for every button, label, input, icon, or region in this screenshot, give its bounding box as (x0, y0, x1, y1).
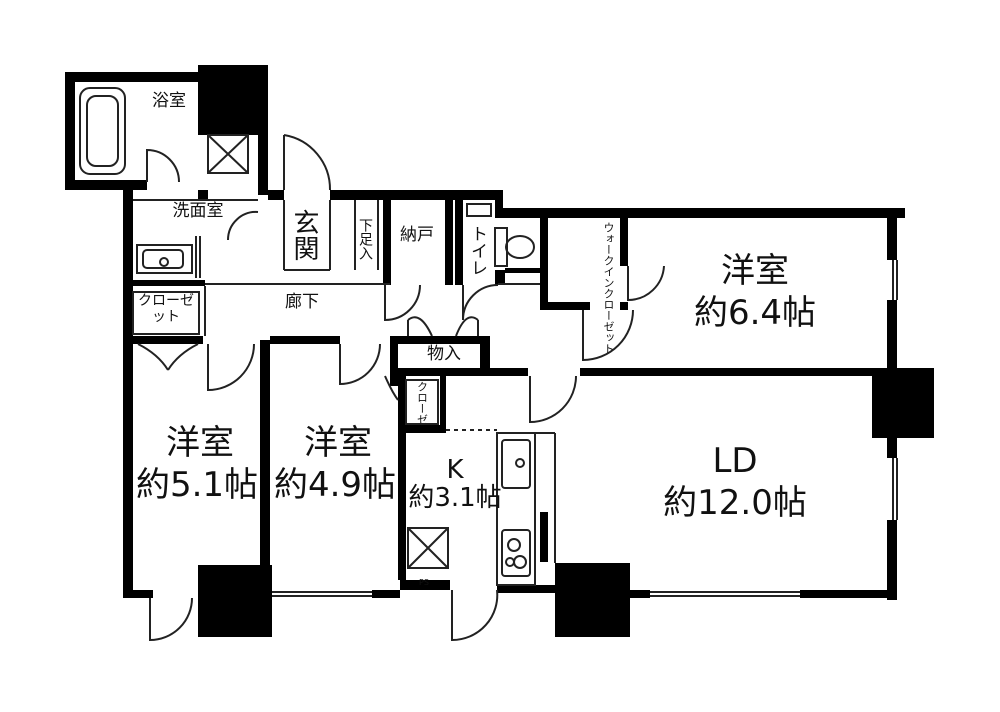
living-size: 約12.0帖 (663, 483, 807, 523)
kitchen-size: 約3.1帖 (408, 483, 502, 513)
closet-left-label: クローゼット (138, 293, 194, 326)
bedroom-c-name: 洋室 (304, 423, 372, 463)
thin-lines (79, 87, 898, 642)
kitchen-name: K (446, 455, 464, 485)
washroom-label: 洗面室 (172, 201, 224, 221)
walkin-closet-text: ウォークインクローゼット (602, 222, 615, 354)
closet-mid-text: クローゼット (415, 381, 429, 423)
closet-mid-label: クローゼット (407, 381, 437, 423)
bedroom-a-size: 約6.4帖 (693, 293, 817, 333)
bedroom-b-name: 洋室 (166, 423, 234, 463)
entrance-label: 玄関 (289, 209, 319, 261)
toilet-label: トイレ (467, 224, 487, 276)
bath-label: 浴室 (152, 91, 186, 111)
ps-label: PS (419, 578, 429, 587)
hallway-label: 廊下 (285, 292, 319, 312)
bedroom-a-name: 洋室 (721, 251, 789, 291)
fixtures (159, 257, 527, 569)
bedroom-b-size: 約5.1帖 (135, 465, 259, 505)
walkin-closet-label: ウォークインクローゼット (550, 222, 618, 354)
living-name: LD (712, 441, 758, 481)
bedroom-c-size: 約4.9帖 (273, 465, 397, 505)
walls (65, 65, 934, 637)
shoe-storage-label: 下足入 (357, 218, 373, 260)
storeroom-label: 納戸 (400, 225, 434, 245)
storage-label: 物入 (427, 344, 461, 364)
